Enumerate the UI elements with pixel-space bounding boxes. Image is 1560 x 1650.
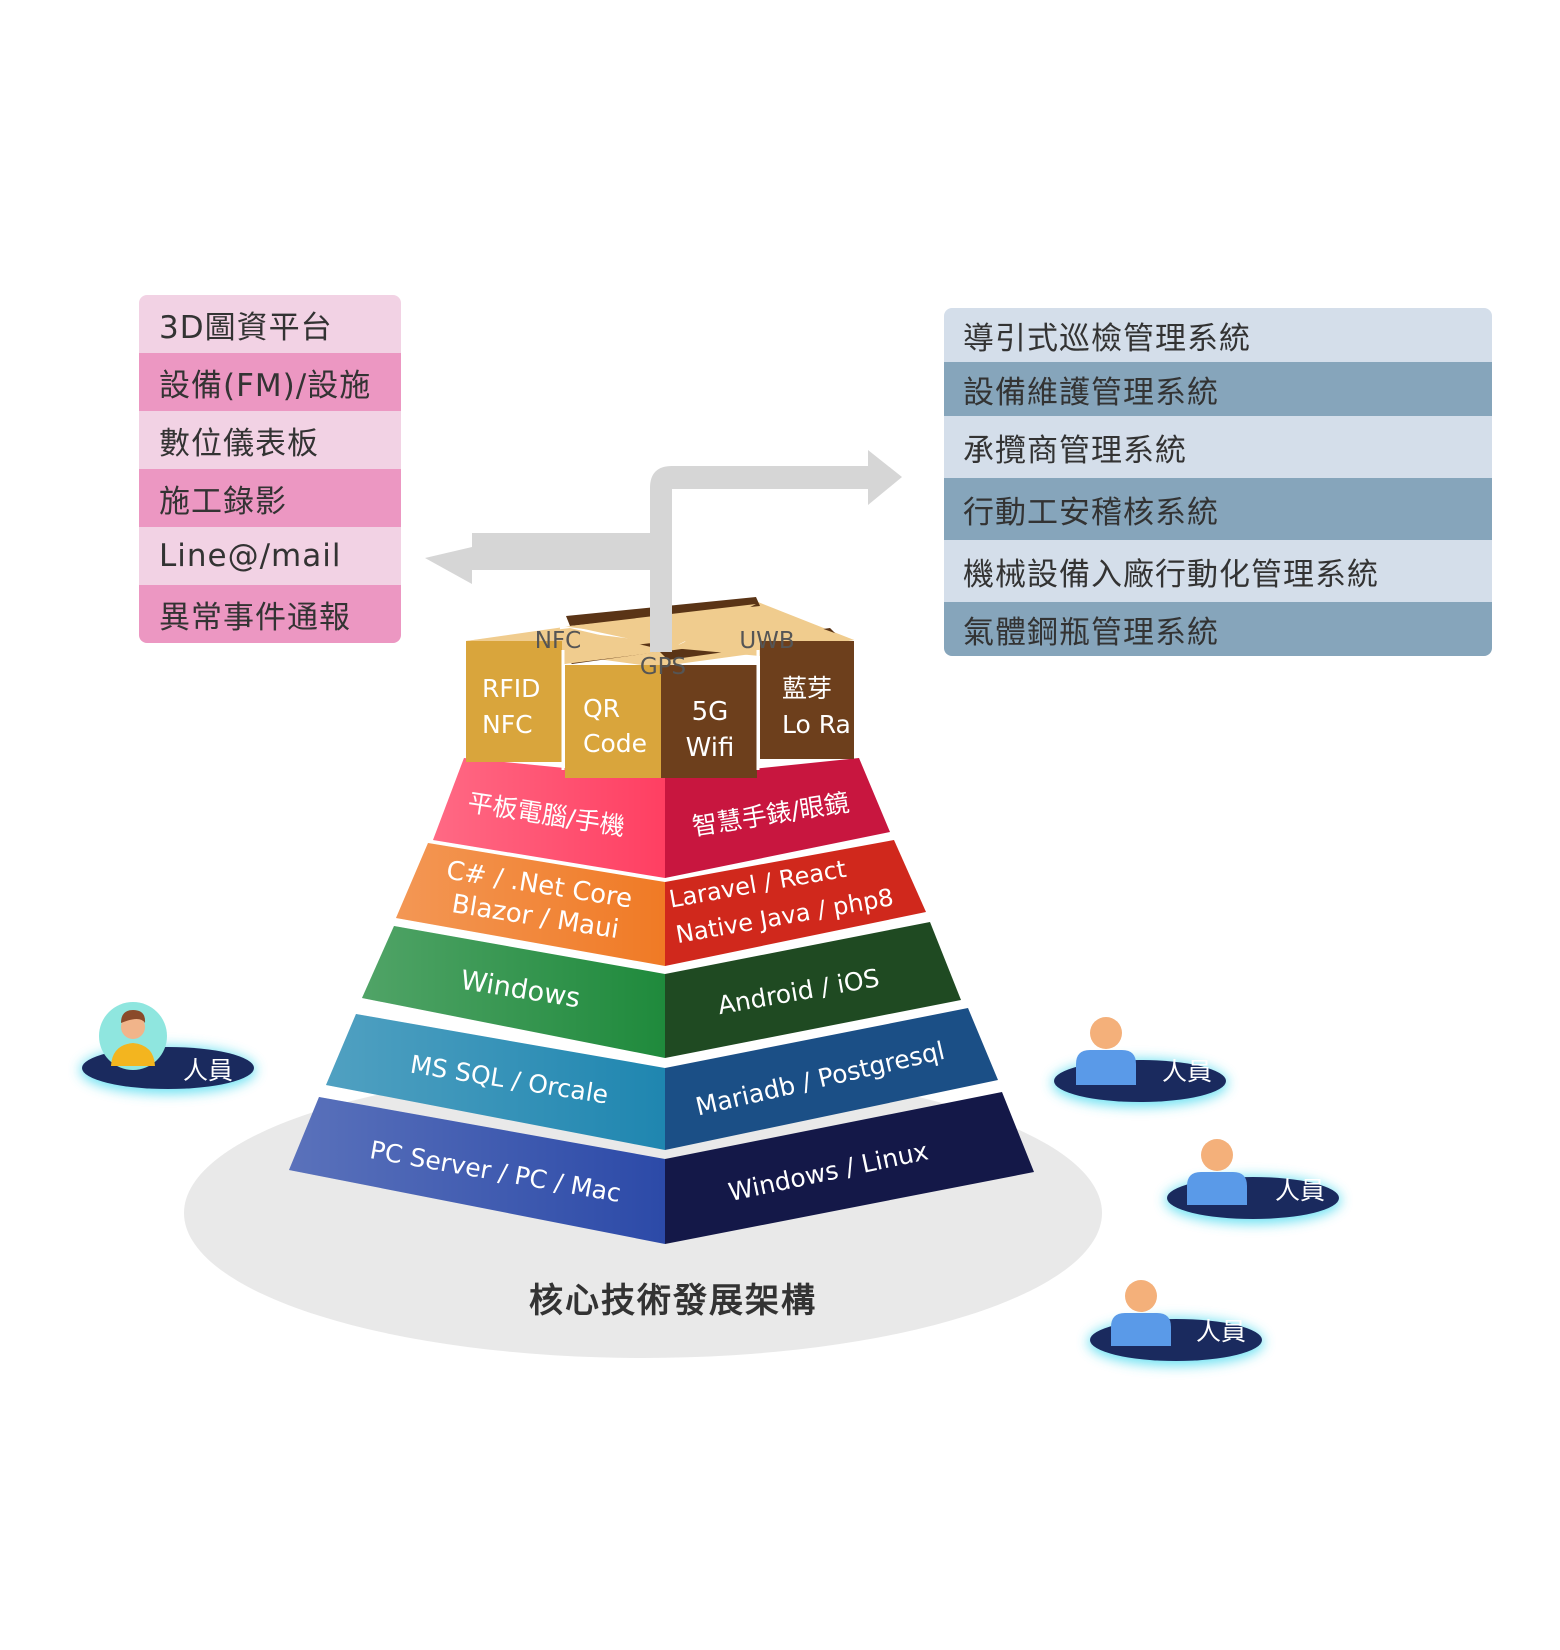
arrow-shaft <box>650 530 672 652</box>
cube-label-bluetooth-1: 藍芽 <box>782 674 832 703</box>
right-item-maintenance: 設備維護管理系統 <box>944 362 1492 416</box>
user-avatar-icon <box>1201 1139 1233 1171</box>
user-badge-4: 人員 <box>1088 1280 1264 1366</box>
layer-hardware-left-sheen <box>289 1097 665 1244</box>
right-system-list: 導引式巡檢管理系統 設備維護管理系統 承攬商管理系統 行動工安稽核系統 機械設備… <box>944 308 1492 656</box>
layer-os-right <box>665 922 961 1058</box>
cube-5g <box>661 665 757 778</box>
manager-avatar-head <box>121 1015 145 1039</box>
left-item-notify: Line@/mail <box>139 527 401 585</box>
cube-rfid <box>466 641 562 762</box>
user-avatar-body <box>1111 1313 1171 1346</box>
right-item-contractor: 承攬商管理系統 <box>944 416 1492 478</box>
right-item-gas-cylinder: 氣體鋼瓶管理系統 <box>944 602 1492 656</box>
left-item-recording: 施工錄影 <box>139 469 401 527</box>
pyramid: 平板電腦/手機 智慧手錶/眼鏡 C# / .Net Core Blazor / … <box>289 758 1034 1244</box>
right-item-inspection: 導引式巡檢管理系統 <box>944 308 1492 362</box>
cube-label-bluetooth-2: Lo Ra <box>782 710 851 739</box>
left-arrow-icon <box>425 533 660 584</box>
manager-avatar-body <box>111 1043 155 1066</box>
layer-database-left-sheen <box>326 1014 665 1150</box>
user-badge-3: 人員 <box>1165 1139 1341 1224</box>
flow-arrows <box>425 450 902 652</box>
cube-label-rfid-1: RFID <box>482 674 540 703</box>
layer-hardware-right <box>665 1092 1034 1244</box>
cube-label-5g-1: 5G <box>692 697 729 727</box>
layer-devices-left-sheen <box>433 758 665 878</box>
right-item-safety-audit: 行動工安稽核系統 <box>944 478 1492 540</box>
user-avatar-body <box>1076 1050 1136 1085</box>
user-badge-3-label: 人員 <box>1275 1176 1325 1205</box>
user-avatar-icon <box>1090 1017 1122 1049</box>
cube-label-gps-top: GPS <box>640 654 686 680</box>
diagram-caption: 核心技術發展架構 <box>529 1281 817 1321</box>
cube-label-uwb-top: UWB <box>739 628 794 654</box>
left-item-dashboard: 數位儀表板 <box>139 411 401 469</box>
left-item-incident: 異常事件通報 <box>139 585 401 643</box>
layer-os-left-sheen <box>362 926 665 1058</box>
left-feature-list: 3D圖資平台 設備(FM)/設施 數位儀表板 施工錄影 Line@/mail 異… <box>139 295 401 643</box>
cube-label-qr-1: QR <box>583 694 620 723</box>
left-item-3d-platform: 3D圖資平台 <box>139 295 401 353</box>
user-badge-2-label: 人員 <box>1162 1057 1212 1086</box>
cube-top-cover <box>466 628 668 664</box>
cube-label-nfc-top: NFC <box>535 628 582 654</box>
manager-avatar-hair <box>121 1010 146 1023</box>
right-arrow-icon <box>650 450 902 652</box>
cube-bluetooth <box>760 641 854 759</box>
cube-label-rfid-2: NFC <box>482 710 533 739</box>
user-badge-2: 人員 <box>1052 1017 1228 1107</box>
layer-languages-left-sheen <box>396 843 665 966</box>
user-badge-manager-label: 人員 <box>183 1056 233 1085</box>
right-item-machinery: 機械設備入廠行動化管理系統 <box>944 540 1492 602</box>
left-item-facility: 設備(FM)/設施 <box>139 353 401 411</box>
cube-qr <box>565 665 661 778</box>
user-avatar-body <box>1187 1172 1247 1205</box>
cube-label-5g-2: Wifi <box>686 733 735 763</box>
user-badge-manager: 人員 <box>80 1002 256 1094</box>
user-avatar-icon <box>1125 1280 1157 1312</box>
cube-label-qr-2: Code <box>583 729 647 758</box>
layer-database-right <box>665 1008 998 1150</box>
layer-languages-right <box>665 840 926 966</box>
layer-devices-right <box>665 758 890 878</box>
user-badge-4-label: 人員 <box>1196 1317 1246 1346</box>
